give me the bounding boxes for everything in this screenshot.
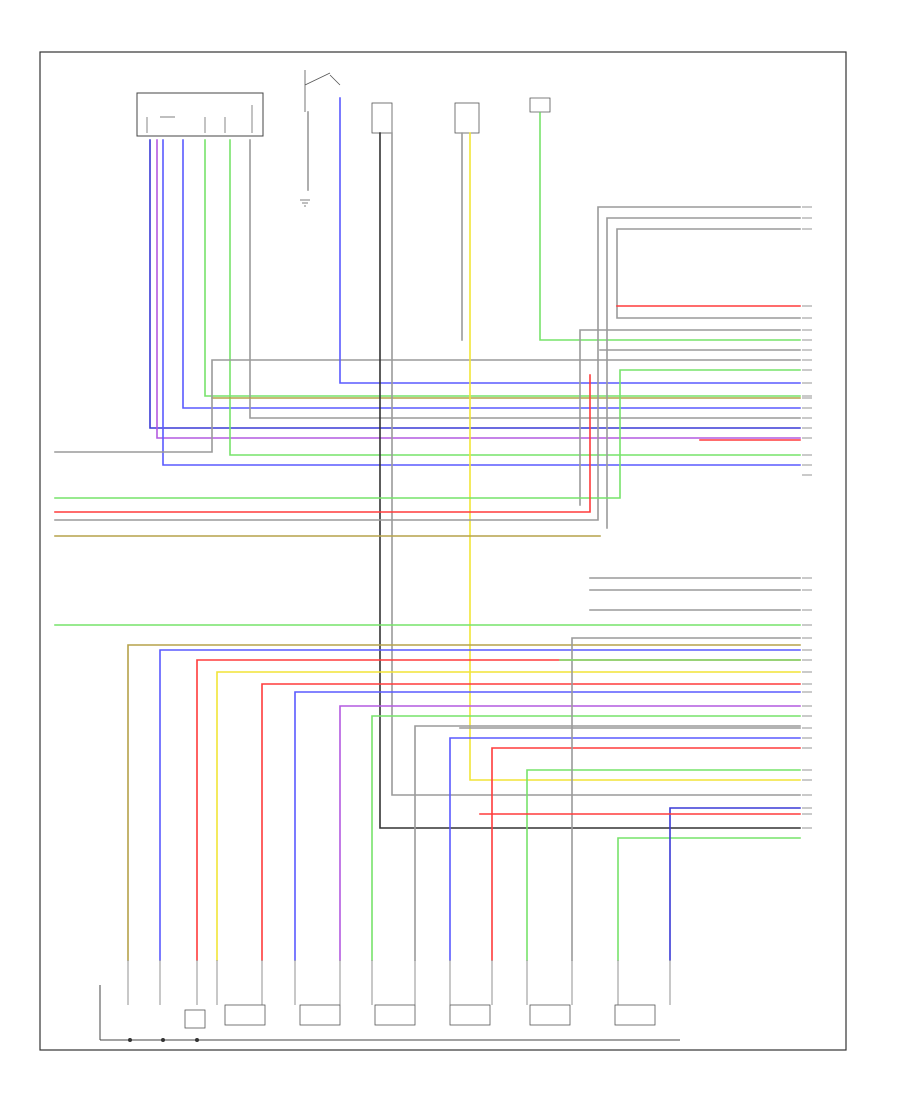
wire-left-red [54,374,591,513]
right-connector-pins [802,206,812,829]
ground-bus [99,985,680,1041]
wire-lower-green-2 [371,715,801,961]
wire-module-blue-2 [182,139,801,409]
wire-module-blue-1 [162,139,801,466]
ground-nodes [128,1038,199,1042]
wire-module-navy-1 [149,139,801,429]
wire-lower-yellow-1 [216,671,801,961]
solenoid-block-1 [224,1004,266,1026]
solenoid-block-4 [449,1004,491,1026]
wire-lower-green-3 [526,769,801,961]
wire-rt-green-1 [54,369,801,499]
wire-lower-red-1 [196,659,801,961]
diagram-frame [39,51,847,1051]
wire-lower-green-4 [617,837,801,961]
wire-harness [54,97,801,961]
wire-lower-violet-1 [339,705,801,961]
solenoid-block-6 [614,1004,656,1026]
wire-module-gray [249,139,801,419]
wire-trans-black [379,132,801,829]
wire-rt-gray-4 [579,329,801,506]
wire-rt-gray-1 [54,206,801,521]
wire-lower-red-3 [491,747,801,961]
wire-lower-olive-1 [127,644,801,961]
module-box-top-left [136,92,264,137]
solenoid-block-2 [299,1004,341,1026]
bottom-component-row [127,960,671,1029]
wire-lower-blue-1 [159,649,801,961]
wire-module-violet [156,139,801,439]
wire-sensor-green [539,112,801,341]
wire-trans-gray [391,132,801,796]
wire-module-green-2 [229,139,801,456]
wire-trans-yellow [469,132,801,781]
wire-lower-blue-2 [294,691,801,961]
wire-module-green-1 [204,139,801,397]
solenoid-block-5 [529,1004,571,1026]
sensor-box-bottom-left [184,1009,206,1029]
wire-ground-left [54,359,801,453]
module-box-inner-contacts [146,105,253,133]
wire-lower-navy-1 [669,807,801,961]
ground-symbol-top [300,199,310,207]
wire-lower-gray-1 [414,725,801,961]
wire-lower-gray-2 [571,637,801,961]
solenoid-block-3 [374,1004,416,1026]
wire-lower-red-2 [261,683,801,961]
wire-sensor-blue [339,97,801,384]
wire-rt-gray-2 [606,217,801,529]
wire-rt-gray-3 [616,228,801,319]
switch-symbol-top [304,70,551,134]
wire-lower-blue-3 [449,737,801,961]
